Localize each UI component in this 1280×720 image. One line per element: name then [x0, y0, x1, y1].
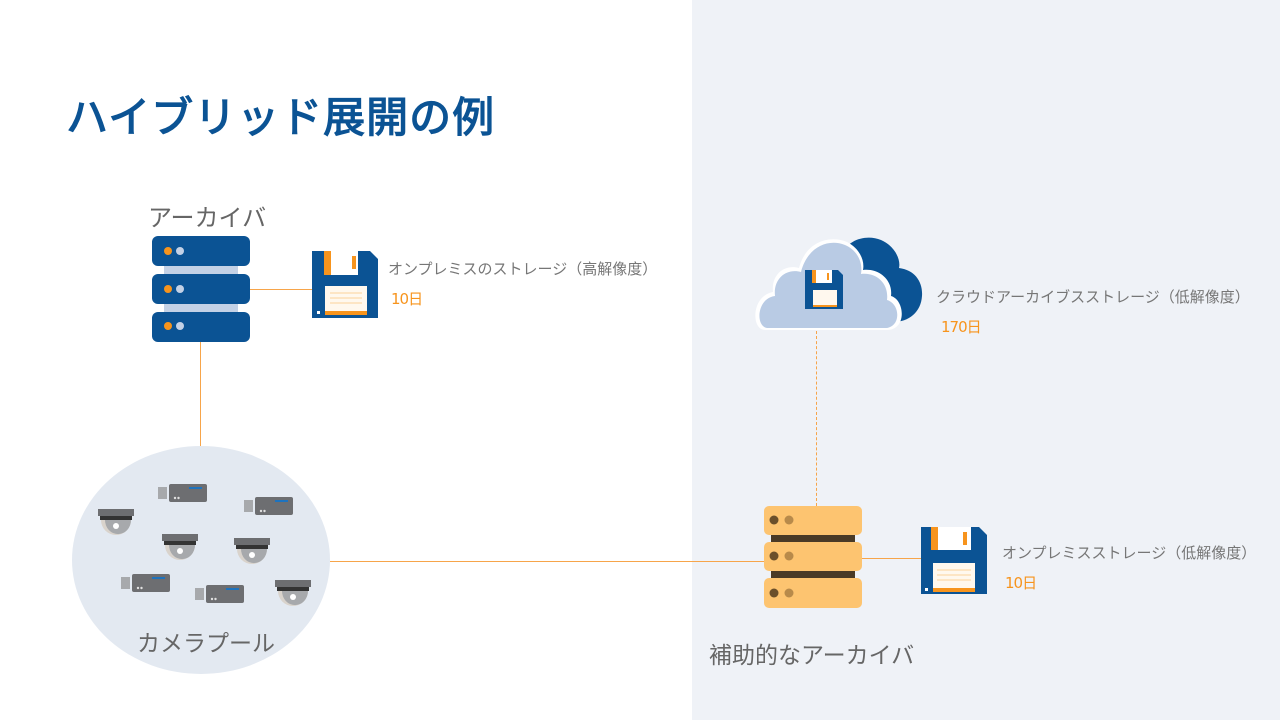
dome-camera-icon: [98, 509, 134, 535]
cloud-secondary-connector: [816, 331, 817, 506]
secondary-storage-connector: [862, 558, 922, 559]
box-camera-icon: [158, 484, 207, 502]
floppy-disk-icon: [921, 527, 987, 594]
cloud-retention: 170日: [941, 318, 982, 336]
server-stack-icon: [152, 236, 250, 342]
floppy-disk-icon: [312, 251, 378, 318]
cloud-storage-label: クラウドアーカイブスストレージ（低解像度）: [936, 288, 1250, 306]
cloud-section-panel: [692, 0, 1280, 720]
cloud-storage-icon: [755, 237, 923, 330]
dome-camera-icon: [234, 538, 270, 564]
page-title: ハイブリッド展開の例: [66, 93, 496, 142]
box-camera-icon: [121, 574, 170, 592]
secondary-server-stack-icon: [764, 506, 862, 608]
onprem-retention: 10日: [391, 290, 423, 308]
box-camera-icon: [195, 585, 244, 603]
dome-camera-icon: [275, 580, 311, 606]
box-camera-icon: [244, 497, 293, 515]
archiver-storage-connector: [250, 289, 312, 290]
secondary-retention: 10日: [1005, 574, 1037, 592]
onprem-storage-label: オンプレミスのストレージ（高解像度）: [388, 260, 658, 278]
archiver-label: アーカイバ: [148, 204, 267, 232]
secondary-archiver-label: 補助的なアーカイバ: [709, 643, 915, 669]
dome-camera-icon: [162, 534, 198, 560]
secondary-storage-label: オンプレミスストレージ（低解像度）: [1002, 544, 1257, 562]
camera-pool-label: カメラプール: [137, 631, 275, 657]
archiver-pool-connector: [200, 342, 201, 446]
pool-secondary-connector: [330, 561, 764, 562]
